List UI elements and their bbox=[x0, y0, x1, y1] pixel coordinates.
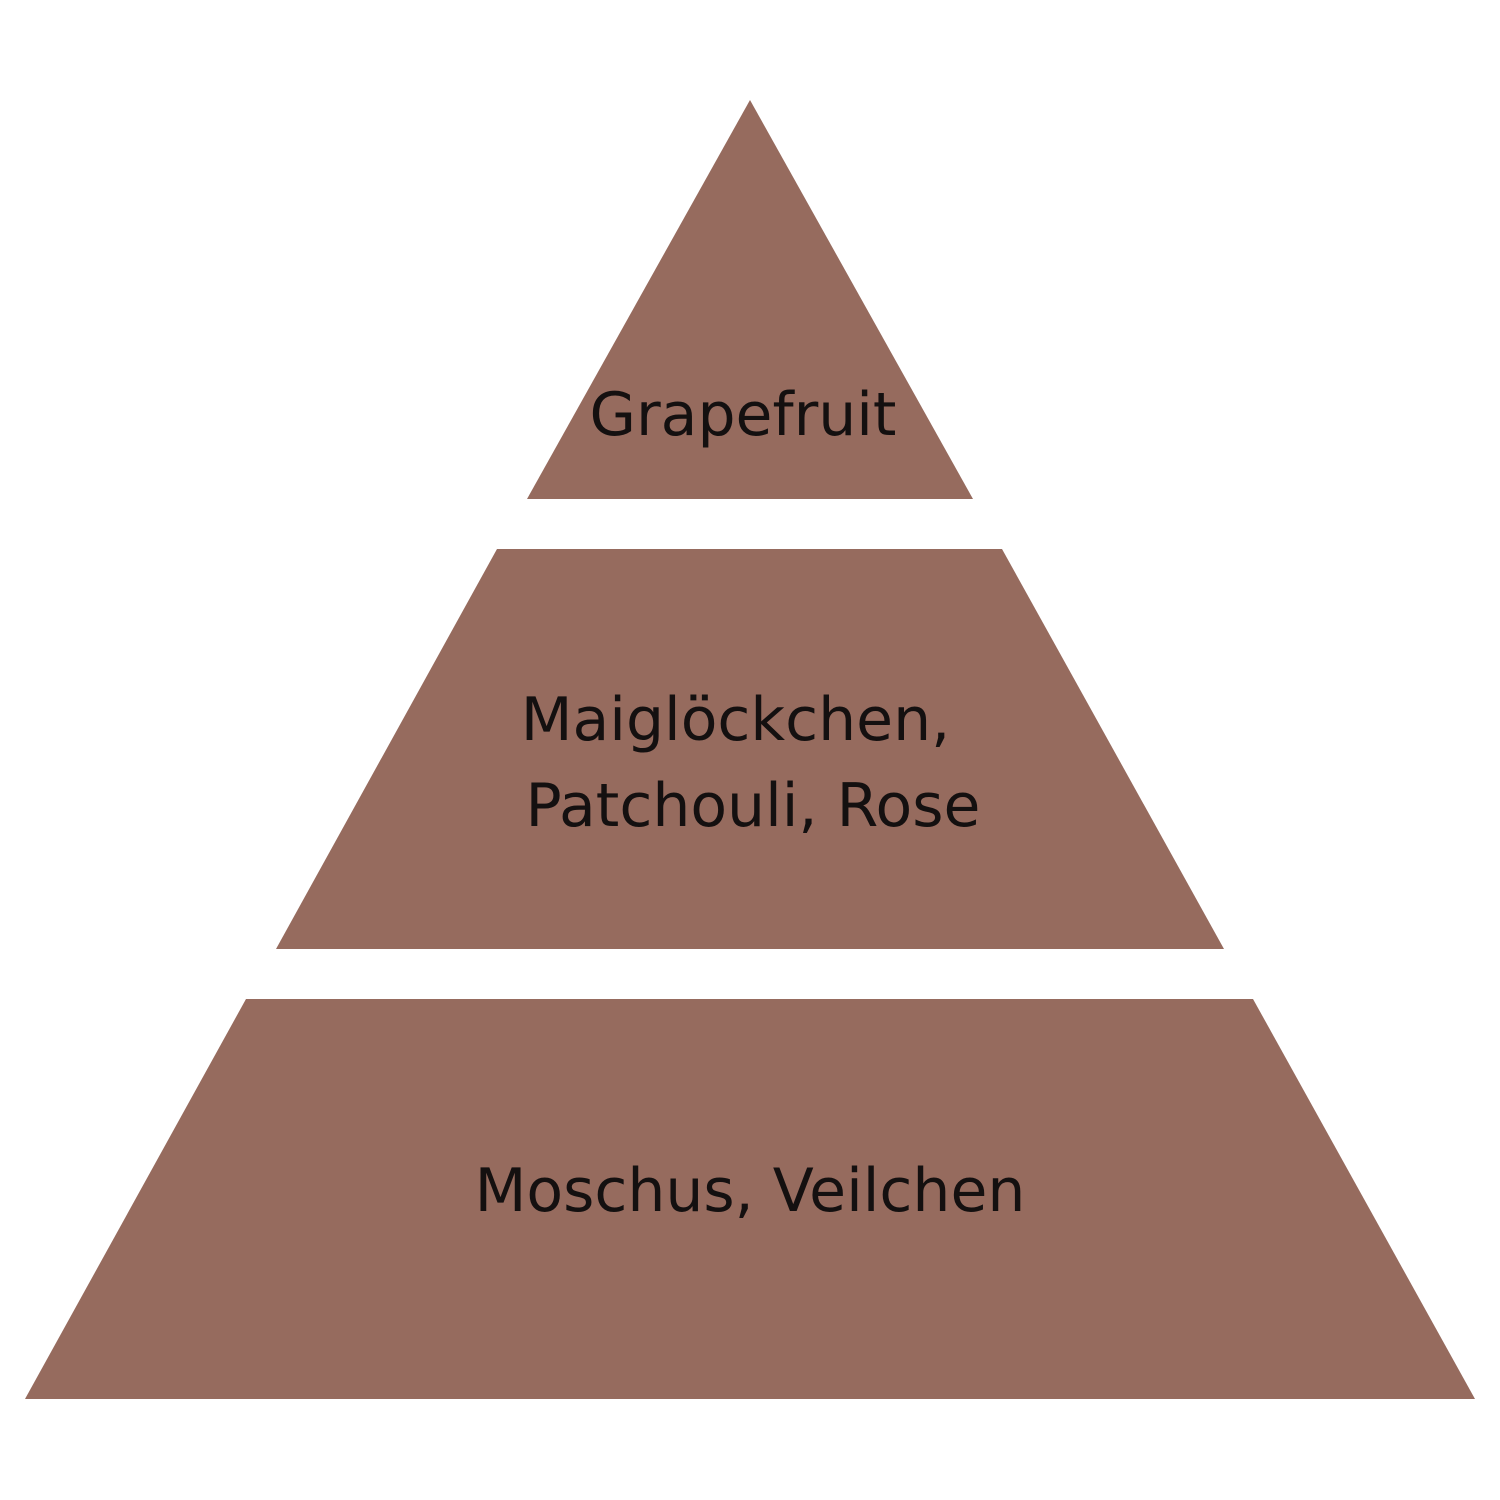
tier-bottom-shape bbox=[25, 999, 1475, 1399]
pyramid-tier-bottom: Moschus, Veilchen bbox=[25, 999, 1475, 1399]
tier-middle-line-2: Patchouli, Rose bbox=[526, 771, 981, 841]
tier-top-shape bbox=[527, 100, 973, 499]
pyramid-tier-middle: Maiglöckchen, Patchouli, Rose bbox=[276, 549, 1224, 949]
tier-middle-shape bbox=[276, 549, 1224, 949]
tier-middle-label: Maiglöckchen, Patchouli, Rose bbox=[521, 685, 981, 841]
tier-top-line-1: Grapefruit bbox=[590, 380, 897, 450]
pyramid-tier-top: Grapefruit bbox=[527, 100, 973, 499]
tier-top-label: Grapefruit bbox=[590, 380, 897, 450]
tier-bottom-label: Moschus, Veilchen bbox=[475, 1156, 1026, 1226]
tier-middle-line-1: Maiglöckchen, bbox=[521, 685, 950, 755]
tier-bottom-line-1: Moschus, Veilchen bbox=[475, 1156, 1026, 1226]
